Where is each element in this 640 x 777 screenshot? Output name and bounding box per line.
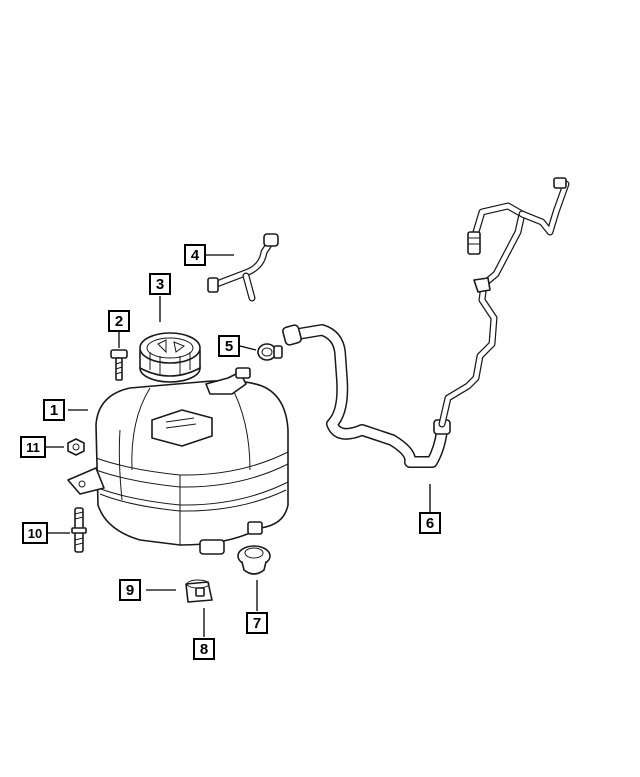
callout-10: 10 (22, 522, 48, 544)
stud (71, 507, 87, 553)
callout-9: 9 (119, 579, 141, 601)
callout-2: 2 (108, 310, 130, 332)
pressure-cap (139, 332, 201, 383)
callout-7: 7 (246, 612, 268, 634)
bolt (110, 349, 128, 381)
callout-3: 3 (149, 273, 171, 295)
coolant-hose-assembly (282, 177, 570, 468)
callout-11: 11 (20, 436, 46, 458)
drain-plug (237, 545, 271, 575)
spring-clamp (185, 579, 213, 603)
callout-4: 4 (184, 244, 206, 266)
nut (67, 438, 85, 456)
hose-connector (207, 233, 279, 302)
callout-8: 8 (193, 638, 215, 660)
coolant-reservoir (67, 367, 289, 555)
callout-5: 5 (218, 335, 240, 357)
callout-6: 6 (419, 512, 441, 534)
leader-lines (44, 254, 431, 637)
hose-clamp (257, 343, 283, 361)
callout-1: 1 (43, 399, 65, 421)
